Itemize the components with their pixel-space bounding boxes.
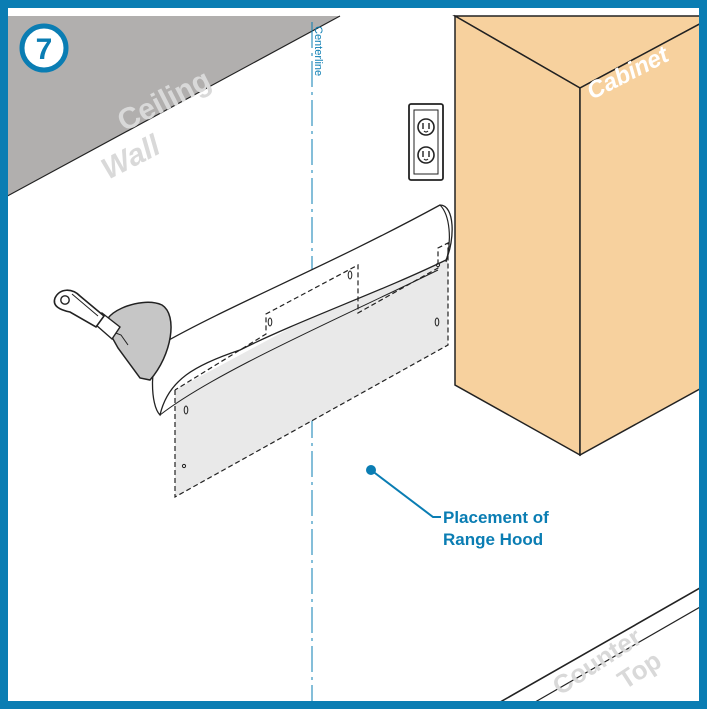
step-badge: 7	[19, 23, 69, 73]
placement-label-line1: Placement of	[443, 508, 549, 527]
placement-callout	[366, 465, 441, 518]
cabinet	[452, 14, 707, 457]
placement-label-line2: Range Hood	[443, 530, 543, 549]
centerline-label: Centerline	[312, 26, 324, 76]
counter-top	[487, 583, 707, 709]
step-number: 7	[36, 33, 53, 66]
mounting-template	[151, 204, 453, 499]
outlet-icon	[408, 103, 444, 181]
putty-knife-icon	[53, 289, 172, 381]
